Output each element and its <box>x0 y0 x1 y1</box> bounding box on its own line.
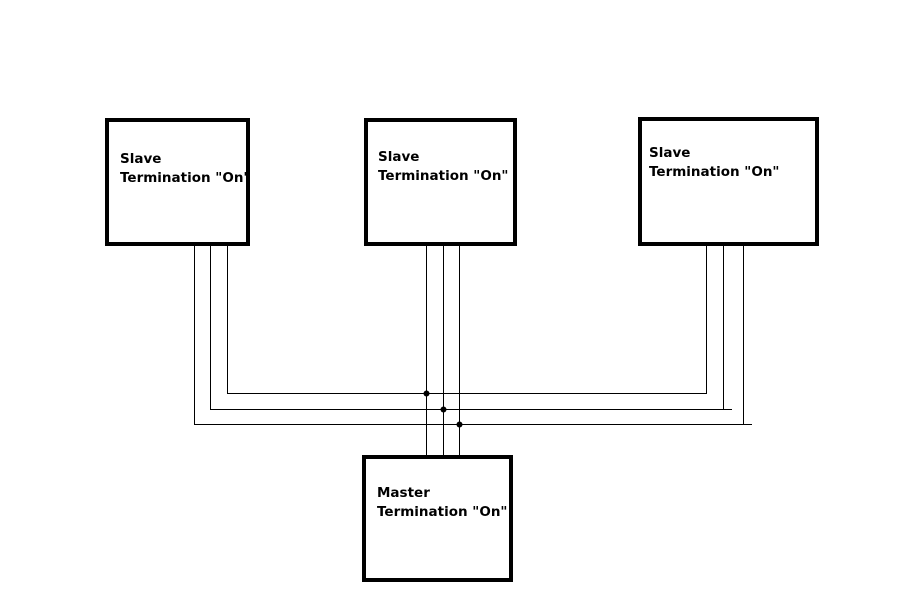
master-box-title: Master <box>377 485 430 501</box>
master-box-label: Master Termination "On" <box>377 484 507 522</box>
slave-box-3-termination: Termination "On" <box>649 164 780 180</box>
slave-box-1-termination: Termination "On" <box>120 170 251 186</box>
slave-box-3-title: Slave <box>649 145 691 161</box>
master-box-termination: Termination "On" <box>377 504 508 520</box>
junction-dot-3 <box>456 421 463 428</box>
slave-box-1: Slave Termination "On" <box>105 118 250 246</box>
junction-dot-1 <box>423 390 430 397</box>
wire-slave-1-c <box>227 246 707 394</box>
slave-box-2-label: Slave Termination "On" <box>378 148 508 186</box>
wire-slave-1-b <box>210 246 732 410</box>
slave-box-1-label: Slave Termination "On" <box>120 150 250 188</box>
slave-box-2-title: Slave <box>378 149 420 165</box>
wire-slave-1-a <box>194 246 752 425</box>
junction-dot-2 <box>440 406 447 413</box>
slave-box-3-label: Slave Termination "On" <box>649 144 779 182</box>
slave-box-2: Slave Termination "On" <box>364 118 517 246</box>
slave-box-1-title: Slave <box>120 151 162 167</box>
slave-box-2-termination: Termination "On" <box>378 168 509 184</box>
slave-box-3: Slave Termination "On" <box>638 117 819 246</box>
master-box: Master Termination "On" <box>362 455 513 582</box>
